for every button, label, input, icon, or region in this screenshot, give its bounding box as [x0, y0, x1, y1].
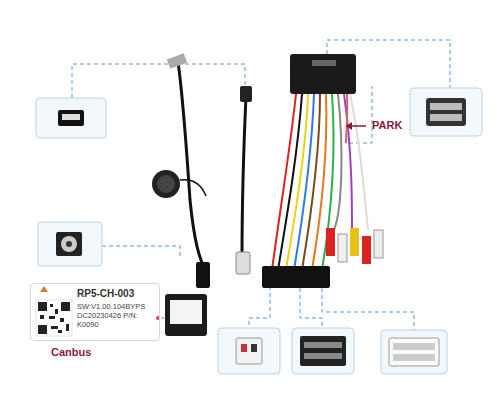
leader-lines: [72, 40, 450, 330]
white-connector-pins: [393, 343, 435, 361]
antenna-jack: [66, 241, 72, 247]
harness-connector: [290, 54, 356, 94]
pin-label: PARK: [372, 119, 402, 131]
firmware-info: SW:V1.00.104BYPS DC20230426 P/N: K0090: [77, 302, 157, 329]
vehicle-connector: [426, 98, 466, 126]
microphone: [157, 175, 175, 193]
microphone: [152, 170, 180, 198]
white-plug: [236, 338, 262, 364]
white-plug: [241, 344, 247, 352]
usb-plug: [236, 252, 250, 274]
white-plug: [251, 344, 257, 352]
module-label-card: RP5-CH-003SW:V1.00.104BYPS DC20230426 P/…: [30, 283, 160, 341]
canbus-module: [165, 294, 207, 336]
harness-connector: [312, 60, 336, 66]
antenna-jack: [56, 232, 82, 256]
part-number: RP5-CH-003: [77, 288, 159, 299]
mic-cable: [180, 180, 206, 196]
black-plug: [300, 336, 346, 366]
rca-plugs: [326, 228, 383, 264]
harness-wires: [272, 94, 368, 270]
usb-plug: [240, 86, 252, 102]
usb-cable: [242, 96, 246, 258]
harness-plug: [262, 266, 330, 288]
connector-photo-boxes: [36, 88, 482, 374]
antenna-cable: [178, 62, 206, 270]
module-name: Canbus: [51, 346, 131, 358]
qr-code: [36, 300, 72, 336]
white-connector: [389, 338, 439, 366]
antenna-jack: [61, 236, 77, 252]
vehicle-connector-pins: [430, 103, 462, 121]
antenna-plug: [196, 262, 210, 288]
park-pointer: [346, 122, 352, 130]
usb-icon: [58, 110, 84, 126]
brand-logo: [40, 286, 48, 292]
black-plug-pins: [304, 342, 342, 359]
usb-icon: [62, 114, 80, 120]
canbus-module-label: [170, 300, 202, 324]
antenna-plug: [167, 53, 187, 69]
